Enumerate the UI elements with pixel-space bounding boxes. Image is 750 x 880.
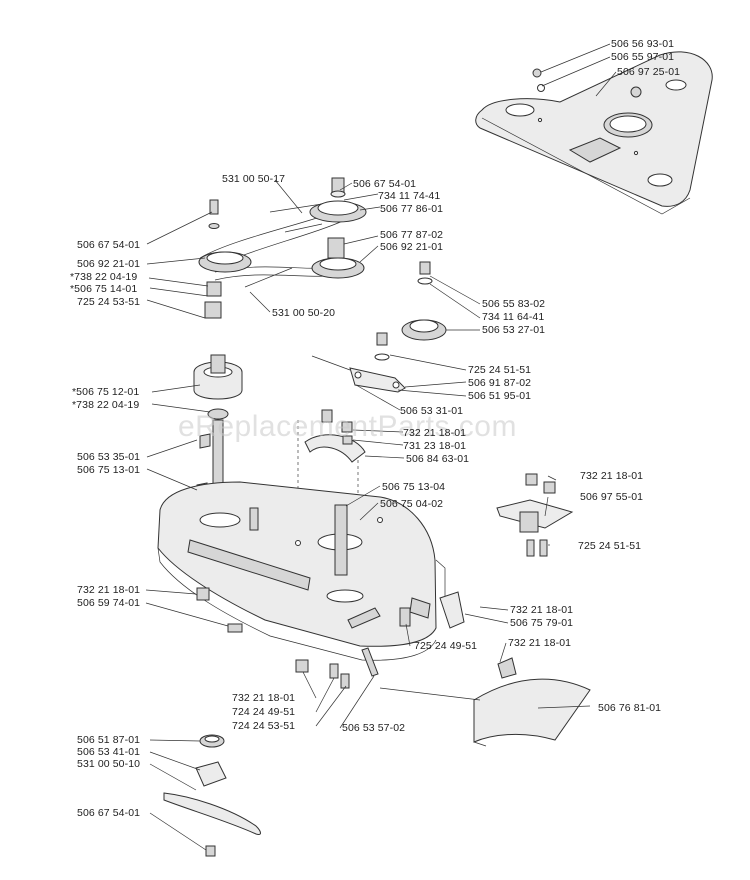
part-label: 506 51 95-01	[468, 390, 532, 402]
part-label: 506 75 79-01	[510, 617, 574, 629]
part-label: 506 97 25-01	[617, 66, 681, 78]
part-label: 506 67 54-01	[77, 807, 141, 819]
part-label: 734 11 74-41	[378, 190, 441, 202]
part-label: 506 59 74-01	[77, 597, 141, 609]
part-label: 731 23 18-01	[403, 440, 467, 452]
part-label: 732 21 18-01	[510, 604, 574, 616]
part-label: 506 77 87-02	[380, 229, 444, 241]
part-label: 506 92 21-01	[380, 241, 444, 253]
part-label: 506 77 86-01	[380, 203, 444, 215]
leader-lines	[145, 43, 617, 851]
part-label: 506 75 04-02	[380, 498, 444, 510]
spindle-assembly	[193, 354, 243, 498]
discharge-deflector	[473, 657, 591, 747]
cutting-deck	[157, 481, 446, 661]
part-label: 506 75 13-04	[382, 481, 446, 493]
part-label: 734 11 64-41	[482, 311, 545, 323]
part-label: 506 53 27-01	[482, 324, 546, 336]
part-label: 506 55 97-01	[611, 51, 675, 63]
part-label: 732 21 18-01	[508, 637, 572, 649]
part-label: 506 53 35-01	[77, 451, 141, 463]
belt-and-pulleys	[198, 177, 367, 319]
part-label: 725 24 51-51	[578, 540, 642, 552]
watermark: eReplacementParts.com	[178, 410, 517, 443]
part-label: 531 00 50-17	[222, 173, 286, 185]
side-bracket	[399, 473, 574, 629]
part-label: 732 21 18-01	[580, 470, 644, 482]
part-label: 725 24 53-51	[77, 296, 141, 308]
part-label: 506 51 87-01	[77, 734, 141, 746]
part-label: 724 24 53-51	[232, 720, 296, 732]
part-label: 506 53 57-02	[342, 722, 406, 734]
part-label: 506 84 63-01	[406, 453, 470, 465]
deck-cover-plate	[475, 51, 713, 215]
part-label: 725 24 49-51	[414, 640, 478, 652]
part-label: 506 92 21-01	[77, 258, 141, 270]
part-label: *738 22 04-19	[70, 271, 138, 283]
part-label: 506 97 55-01	[580, 491, 644, 503]
part-label: 732 21 18-01	[232, 692, 296, 704]
part-label: 732 21 18-01	[403, 427, 467, 439]
part-label: 506 53 31-01	[400, 405, 464, 417]
part-label: 724 24 49-51	[232, 706, 296, 718]
part-label: 725 24 51-51	[468, 364, 532, 376]
part-label: 732 21 18-01	[77, 584, 141, 596]
part-label: 506 55 83-02	[482, 298, 546, 310]
part-label: *506 75 14-01	[70, 283, 138, 295]
part-label: *738 22 04-19	[72, 399, 140, 411]
part-label: 506 53 41-01	[77, 746, 141, 758]
part-label: *506 75 12-01	[72, 386, 140, 398]
part-label: 506 67 54-01	[353, 178, 417, 190]
part-label: 531 00 50-20	[272, 307, 336, 319]
part-label: 506 91 87-02	[468, 377, 532, 389]
part-label: 506 67 54-01	[77, 239, 141, 251]
part-label: 531 00 50-10	[77, 758, 141, 770]
part-label: 506 76 81-01	[598, 702, 662, 714]
deck-hardware	[196, 587, 379, 689]
idler-assembly	[311, 261, 447, 393]
part-label: 506 56 93-01	[611, 38, 675, 50]
blade-assembly	[163, 734, 261, 857]
part-label: 506 75 13-01	[77, 464, 141, 476]
